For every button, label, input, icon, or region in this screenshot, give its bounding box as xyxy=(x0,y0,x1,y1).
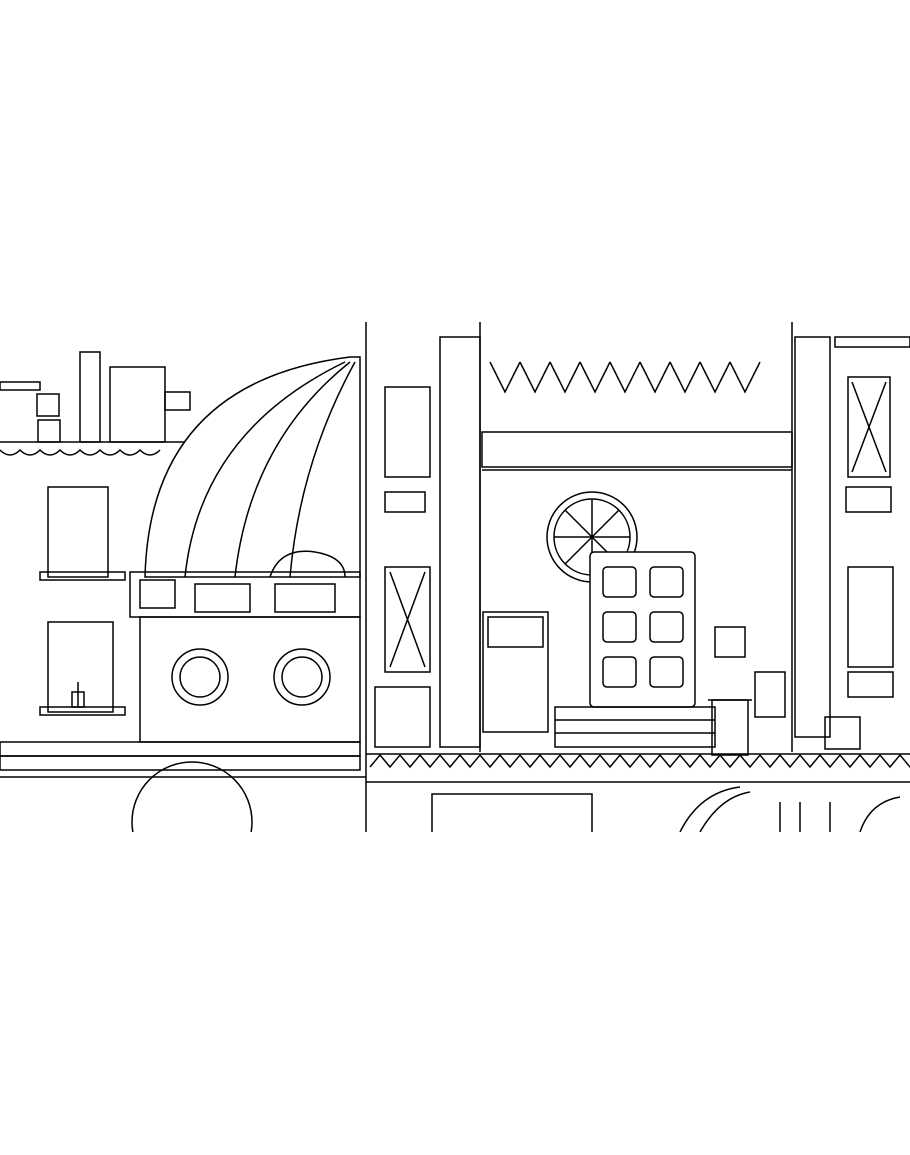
porthole-left xyxy=(172,649,228,705)
left-building xyxy=(0,352,360,832)
porthole-right xyxy=(274,649,330,705)
window-shutter xyxy=(40,622,125,715)
dome xyxy=(130,357,360,742)
middle-column xyxy=(366,322,480,832)
right-building xyxy=(792,322,910,752)
central-house xyxy=(482,362,792,755)
coloring-page-illustration xyxy=(0,322,910,832)
window-curtained xyxy=(40,487,125,580)
lower-strip xyxy=(0,754,910,832)
trash-can xyxy=(708,700,752,755)
front-door xyxy=(590,552,695,707)
